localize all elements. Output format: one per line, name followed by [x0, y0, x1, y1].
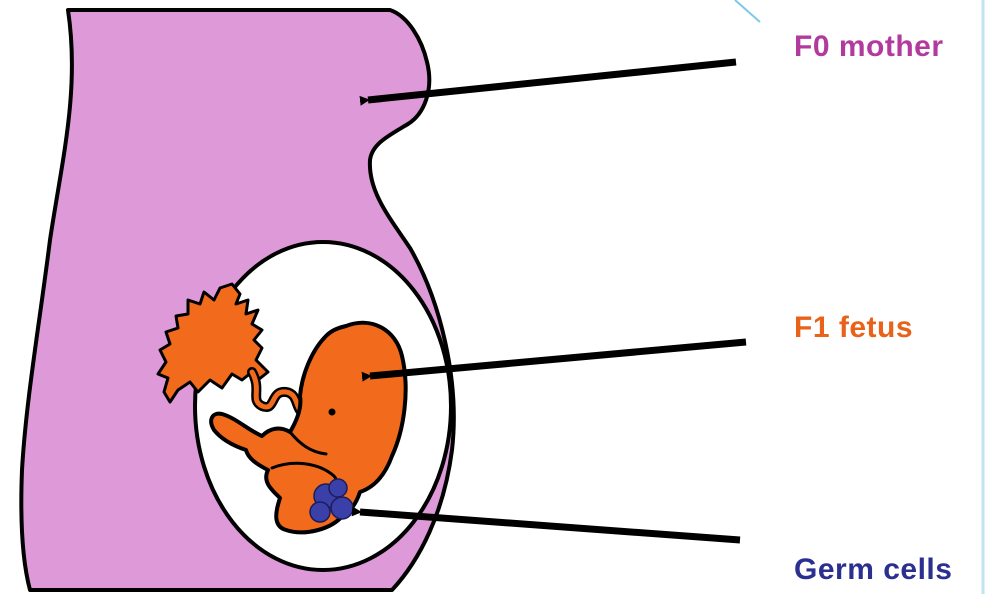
label-f1-fetus: F1 fetus [794, 313, 913, 343]
slide-accent-line [735, 0, 760, 22]
germ-cell [331, 497, 353, 519]
fetus-eye [329, 409, 336, 416]
germ-cell [310, 502, 330, 522]
germ-cell [329, 479, 347, 497]
label-germ-cells: Germ cells [794, 555, 952, 585]
label-f0-mother: F0 mother [794, 32, 944, 62]
